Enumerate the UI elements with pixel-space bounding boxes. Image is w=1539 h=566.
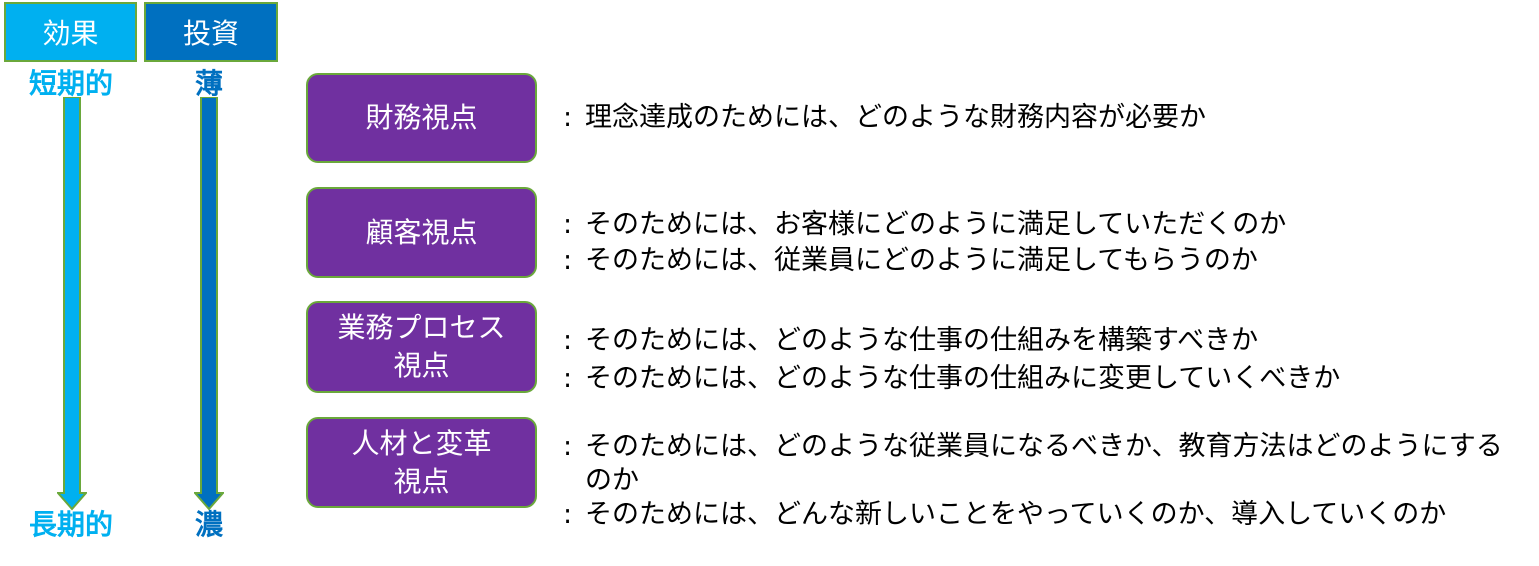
bullet-colon: : <box>563 431 573 462</box>
bullet-colon: : <box>563 209 573 240</box>
bullet-colon: : <box>563 325 573 356</box>
effect-bottom-label: 長期的 <box>28 508 113 541</box>
description-line: : そのためには、どのような仕事の仕組みを構築すべきか <box>563 324 1340 358</box>
perspective-label-line: 財務視点 <box>365 101 478 134</box>
bullet-colon: : <box>563 102 573 133</box>
perspective-label-line: 視点 <box>393 349 450 382</box>
bullet-colon: : <box>563 499 573 530</box>
description-text: そのためには、どんな新しいことをやっていくのか、導入していくのか <box>585 499 1447 530</box>
effect-header-label: 効果 <box>42 17 99 50</box>
description-line: : そのためには、どのような従業員になるべきか、教育方法はどのようにする <box>563 430 1503 464</box>
description-line: : そのためには、どのような仕事の仕組みに変更していくべきか <box>563 362 1340 396</box>
perspective-box-financial: 財務視点 <box>306 73 537 163</box>
effect-header: 効果 <box>4 2 137 62</box>
investment-header-label: 投資 <box>182 17 239 50</box>
investment-header: 投資 <box>144 2 278 62</box>
description-line: : そのためには、従業員にどのように満足してもらうのか <box>563 244 1286 278</box>
description-text: そのためには、従業員にどのように満足してもらうのか <box>585 245 1258 276</box>
description-line: : 理念達成のためには、どのような財務内容が必要か <box>563 101 1206 135</box>
description-text: そのためには、どのような従業員になるべきか、教育方法はどのようにする <box>585 431 1503 462</box>
bullet-colon: : <box>563 363 573 394</box>
description-text: そのためには、どのような仕事の仕組みを構築すべきか <box>585 325 1259 356</box>
perspective-box-people-change: 人材と変革 視点 <box>306 417 537 508</box>
bullet-colon: : <box>563 245 573 276</box>
perspective-box-customer: 顧客視点 <box>306 187 537 278</box>
investment-arrow <box>194 97 224 511</box>
perspective-label-line: 業務プロセス <box>337 311 506 344</box>
investment-bottom-label: 濃 <box>194 508 223 541</box>
description-text: 理念達成のためには、どのような財務内容が必要か <box>585 102 1206 133</box>
description-people-change: : そのためには、どのような従業員になるべきか、教育方法はどのようにする のか … <box>563 430 1503 532</box>
description-line: のか <box>563 464 1503 498</box>
description-text: そのためには、お客様にどのように満足していただくのか <box>585 209 1287 240</box>
effect-arrow <box>57 97 87 511</box>
description-text: のか <box>585 465 639 496</box>
description-customer: : そのためには、お客様にどのように満足していただくのか : そのためには、従業… <box>563 208 1286 278</box>
description-line: : そのためには、お客様にどのように満足していただくのか <box>563 208 1286 242</box>
investment-top-label: 薄 <box>194 67 223 100</box>
perspective-box-business-process: 業務プロセス 視点 <box>306 301 537 393</box>
bullet-colon <box>563 464 585 498</box>
description-business-process: : そのためには、どのような仕事の仕組みを構築すべきか : そのためには、どのよ… <box>563 324 1340 396</box>
effect-top-label: 短期的 <box>28 67 113 100</box>
description-line: : そのためには、どんな新しいことをやっていくのか、導入していくのか <box>563 498 1503 532</box>
perspective-label-line: 人材と変革 <box>351 426 492 460</box>
perspective-label-line: 視点 <box>393 464 450 498</box>
description-text: そのためには、どのような仕事の仕組みに変更していくべきか <box>585 363 1341 394</box>
description-financial: : 理念達成のためには、どのような財務内容が必要か <box>563 101 1206 135</box>
perspective-label-line: 顧客視点 <box>365 215 478 249</box>
